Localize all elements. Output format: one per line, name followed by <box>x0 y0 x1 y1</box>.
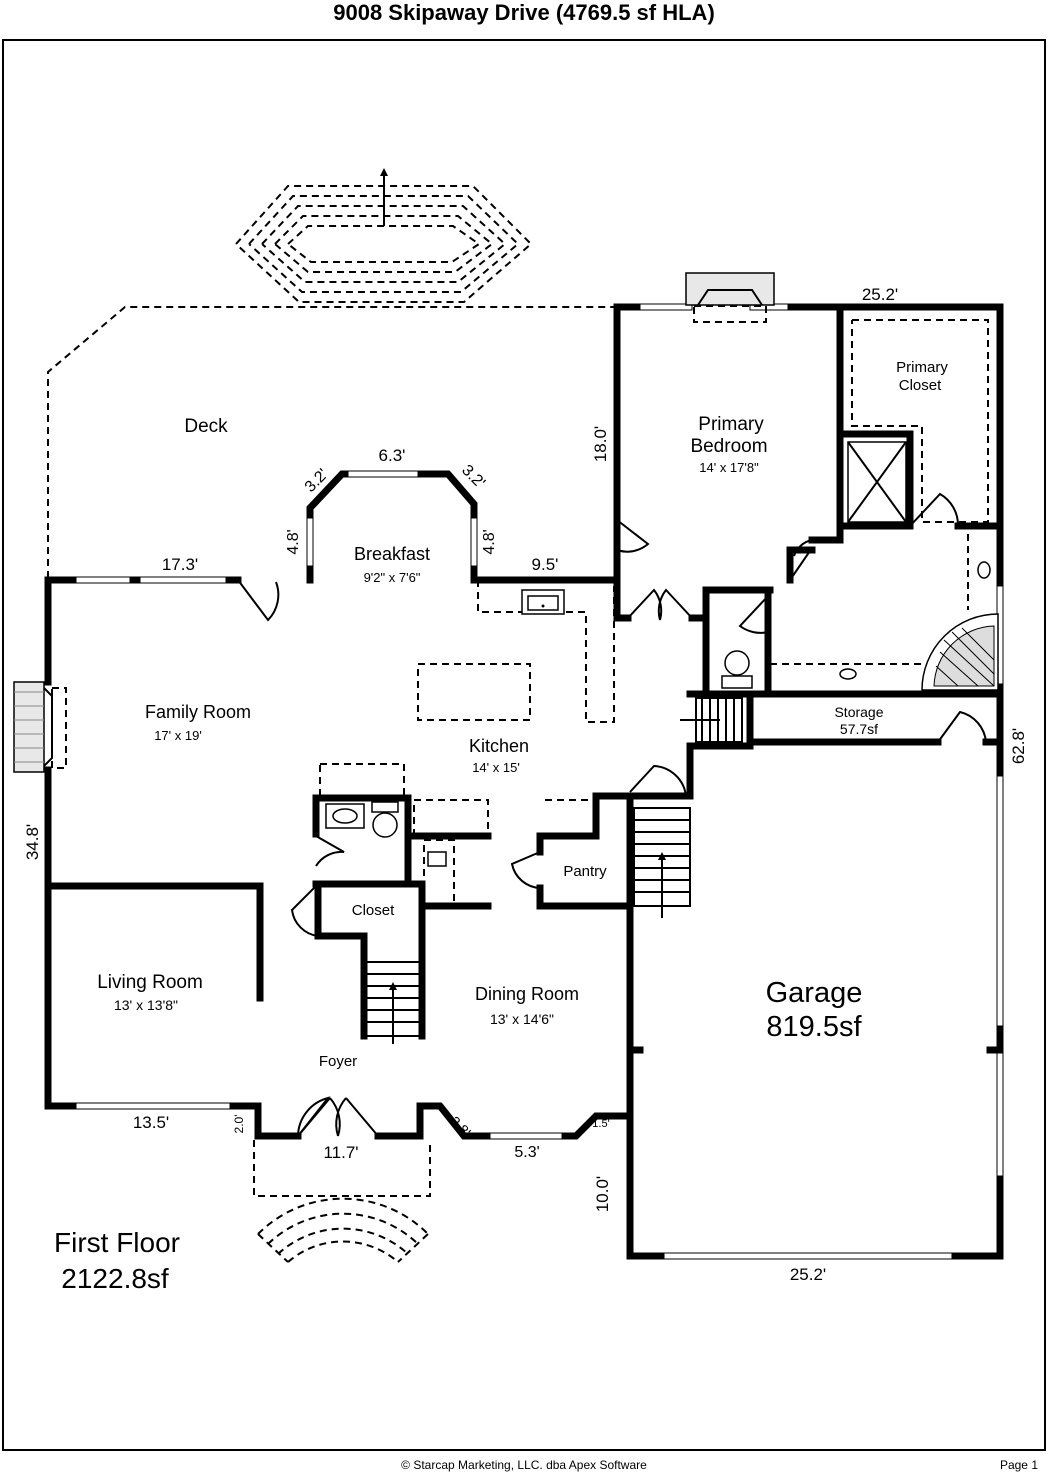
room-dim-dining-room: 13' x 14'6" <box>490 1011 554 1027</box>
kitchen-sink <box>521 589 565 615</box>
floor-area: 2122.8sf <box>61 1263 169 1294</box>
dim-11-7: 11.7' <box>323 1143 358 1162</box>
dim-6-3: 6.3' <box>379 446 406 465</box>
room-dim-living-room: 13' x 13'8" <box>114 997 178 1013</box>
stairs-garage <box>633 807 691 918</box>
dim-17-3: 17.3' <box>162 555 198 574</box>
fireplace-family-room <box>13 681 67 773</box>
dim-1-5: 1.5' <box>592 1118 609 1130</box>
page-frame <box>2 39 1046 1451</box>
room-label-storage: Storage <box>834 704 883 720</box>
room-label-breakfast: Breakfast <box>354 544 430 564</box>
primary-bath-fixtures <box>721 441 999 691</box>
floor-name: First Floor <box>54 1227 180 1258</box>
deck-outline <box>47 306 617 578</box>
powder-room-fixtures <box>325 801 447 867</box>
dim-2-0: 2.0' <box>232 1115 246 1134</box>
room-label-deck: Deck <box>184 416 228 437</box>
room-label-pantry: Pantry <box>563 863 607 880</box>
room-label-dining-room: Dining Room <box>475 984 579 1004</box>
room-label-foyer: Foyer <box>319 1053 357 1070</box>
room-label-kitchen: Kitchen <box>469 736 529 756</box>
dim-4-8-right: 4.8' <box>481 529 498 554</box>
dim-62-8: 62.8' <box>1009 728 1028 764</box>
dim-34-8: 34.8' <box>23 824 42 860</box>
room-label-garage: Garage <box>766 977 863 1009</box>
copyright-footer: © Starcap Marketing, LLC. dba Apex Softw… <box>401 1458 647 1472</box>
room-area-storage: 57.7sf <box>840 721 878 737</box>
garage-wall-marks <box>626 1046 1004 1260</box>
stairs-kitchen <box>680 697 743 743</box>
room-label-primary-bedroom-2: Bedroom <box>690 436 767 457</box>
doors <box>237 492 987 1137</box>
dim-25-2-bottom: 25.2' <box>790 1265 826 1284</box>
dim-9-5: 9.5' <box>532 555 559 574</box>
dim-10-0: 10.0' <box>593 1176 612 1212</box>
room-label-primary-closet-2: Closet <box>899 377 942 394</box>
room-label-closet: Closet <box>352 902 395 919</box>
dim-25-2-top: 25.2' <box>862 285 898 304</box>
kitchen-counters <box>319 319 989 907</box>
room-label-primary-bedroom-1: Primary <box>698 414 764 435</box>
fireplace-primary-bedroom <box>685 272 775 323</box>
stairs-foyer <box>365 961 421 1044</box>
interior-walls <box>44 303 1004 1040</box>
room-label-living-room: Living Room <box>97 972 203 993</box>
room-dim-family-room: 17' x 19' <box>154 728 202 743</box>
dim-18-0: 18.0' <box>591 426 610 462</box>
room-dim-breakfast: 9'2" x 7'6" <box>364 570 421 585</box>
room-label-primary-closet-1: Primary <box>896 359 948 376</box>
page-number: Page 1 <box>999 1458 1038 1472</box>
room-dim-primary-bedroom: 14' x 17'8" <box>699 460 759 475</box>
exterior-walls <box>44 303 1004 1260</box>
plan-title: 9008 Skipaway Drive (4769.5 sf HLA) <box>333 0 715 25</box>
windows <box>75 303 1004 1260</box>
room-label-family-room: Family Room <box>145 702 251 722</box>
room-area-garage: 819.5sf <box>766 1011 862 1043</box>
front-porch <box>253 1140 431 1263</box>
deck-stairs <box>235 168 533 303</box>
room-dim-kitchen: 14' x 15' <box>472 760 520 775</box>
dim-5-3: 5.3' <box>514 1144 539 1161</box>
dim-13-5: 13.5' <box>133 1113 169 1132</box>
dim-4-8-left: 4.8' <box>285 529 302 554</box>
